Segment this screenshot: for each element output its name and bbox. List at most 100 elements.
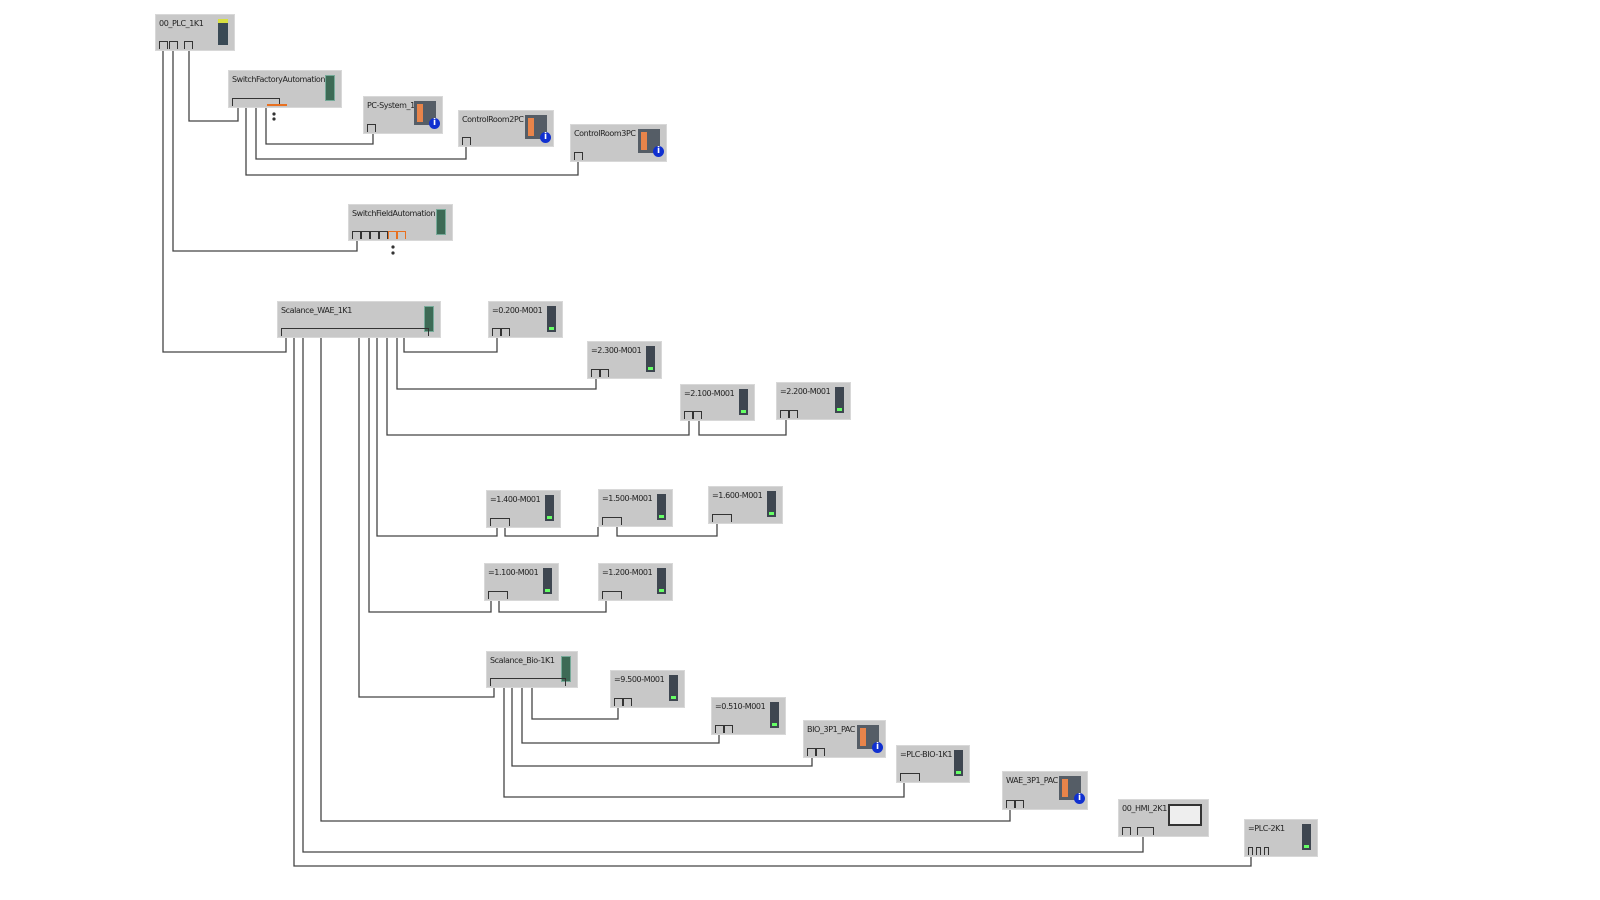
device-1-600-m001[interactable]: =1.600-M001 (708, 486, 783, 524)
device-controlroom3pc[interactable]: ControlRoom3PC (570, 124, 667, 162)
ethernet-port[interactable] (488, 591, 508, 599)
ethernet-port[interactable] (1264, 847, 1269, 855)
device-9-500-m001[interactable]: =9.500-M001 (610, 670, 685, 708)
ethernet-port[interactable] (1137, 827, 1154, 835)
device-scalance-wae-1k1[interactable]: Scalance_WAE_1K1 (277, 301, 441, 338)
ethernet-port[interactable] (712, 514, 732, 522)
device-1-400-m001[interactable]: =1.400-M001 (486, 490, 561, 528)
device-pc-system-1[interactable]: PC-System_1 (363, 96, 443, 134)
device-plc-bio-1k1[interactable]: =PLC-BIO-1K1 (896, 745, 970, 783)
device-00-plc-1k1[interactable]: 00_PLC_1K1 (155, 14, 235, 51)
ethernet-port[interactable] (600, 369, 609, 377)
ethernet-port[interactable] (900, 773, 920, 781)
link (302, 338, 1144, 853)
device-switchfieldautomation[interactable]: SwitchFieldAutomation (348, 204, 453, 241)
ethernet-port[interactable] (367, 124, 376, 132)
pc-station-icon (414, 101, 440, 129)
ethernet-port[interactable] (379, 231, 388, 239)
device-label: =1.600-M001 (712, 491, 763, 500)
ethernet-port[interactable] (490, 518, 510, 526)
ethernet-port[interactable] (602, 591, 622, 599)
drive-icon (657, 494, 666, 520)
ethernet-port[interactable] (724, 725, 733, 733)
ethernet-port[interactable] (159, 41, 168, 49)
device-1-200-m001[interactable]: =1.200-M001 (598, 563, 673, 601)
link (511, 688, 813, 767)
device-2-200-m001[interactable]: =2.200-M001 (776, 382, 851, 420)
device-2-100-m001[interactable]: =2.100-M001 (680, 384, 755, 421)
ethernet-port[interactable] (281, 328, 429, 336)
ethernet-port[interactable] (789, 410, 798, 418)
device-label: =1.200-M001 (602, 568, 653, 577)
device-label: Scalance_Bio-1K1 (490, 656, 555, 665)
device-label: =1.400-M001 (490, 495, 541, 504)
ethernet-port[interactable] (361, 231, 370, 239)
ethernet-port[interactable] (397, 231, 406, 239)
drive-icon (657, 568, 666, 594)
device-label: =PLC-BIO-1K1 (900, 750, 953, 759)
ethernet-port[interactable] (1006, 800, 1015, 808)
device-wae-3p1-pac[interactable]: WAE_3P1_PAC (1002, 771, 1088, 810)
ethernet-port[interactable] (574, 152, 583, 160)
drive-icon (545, 495, 554, 521)
ethernet-port[interactable] (623, 698, 632, 706)
switch-icon (424, 306, 434, 332)
ethernet-port[interactable] (184, 41, 193, 49)
device-0-200-m001[interactable]: =0.200-M001 (488, 301, 563, 338)
ethernet-port[interactable] (715, 725, 724, 733)
device-1-100-m001[interactable]: =1.100-M001 (484, 563, 559, 601)
ethernet-port[interactable] (1122, 827, 1131, 835)
ethernet-port[interactable] (370, 231, 379, 239)
hmi-icon (1168, 804, 1202, 826)
ethernet-port[interactable] (232, 98, 280, 106)
device-controlroom2pc[interactable]: ControlRoom2PC (458, 110, 554, 147)
device-label: =2.200-M001 (780, 387, 831, 396)
ethernet-port[interactable] (684, 411, 693, 419)
device-2-300-m001[interactable]: =2.300-M001 (587, 341, 662, 379)
device-label: 00_HMI_2K1 (1122, 804, 1167, 813)
ethernet-port[interactable] (490, 678, 566, 686)
link (293, 338, 1252, 867)
device-switchfactoryautomation[interactable]: SwitchFactoryAutomation (228, 70, 342, 108)
ethernet-port[interactable] (614, 698, 623, 706)
drive-icon (835, 387, 844, 413)
device-label: 00_PLC_1K1 (159, 19, 204, 28)
link (162, 51, 287, 353)
link (616, 524, 718, 537)
device-1-500-m001[interactable]: =1.500-M001 (598, 489, 673, 527)
ethernet-port[interactable] (807, 748, 816, 756)
link (172, 51, 358, 252)
ethernet-port[interactable] (352, 231, 361, 239)
ethernet-port[interactable] (1248, 847, 1253, 855)
device-bio-3p1-pac[interactable]: BIO_3P1_PAC (803, 720, 886, 758)
link (358, 338, 495, 698)
drive-icon (669, 675, 678, 701)
device-scalance-bio-1k1[interactable]: Scalance_Bio-1K1 (486, 651, 578, 688)
pc-station-icon (1059, 776, 1085, 804)
ethernet-port[interactable] (267, 104, 287, 106)
ethernet-port[interactable] (693, 411, 702, 419)
ethernet-port[interactable] (816, 748, 825, 756)
ethernet-port[interactable] (501, 328, 510, 336)
device-0-510-m001[interactable]: =0.510-M001 (711, 697, 786, 735)
ethernet-port[interactable] (388, 231, 397, 239)
link (265, 108, 374, 145)
ethernet-port[interactable] (1256, 847, 1261, 855)
device-00-hmi-2k1[interactable]: 00_HMI_2K1 (1118, 799, 1209, 837)
ethernet-port[interactable] (1015, 800, 1024, 808)
ethernet-port[interactable] (602, 517, 622, 525)
device-plc-2k1[interactable]: =PLC-2K1 (1244, 819, 1318, 857)
device-label: Scalance_WAE_1K1 (281, 306, 352, 315)
switch-icon (325, 75, 335, 101)
ethernet-port[interactable] (591, 369, 600, 377)
ethernet-port[interactable] (780, 410, 789, 418)
ethernet-port[interactable] (492, 328, 501, 336)
device-label: =1.500-M001 (602, 494, 653, 503)
pc-station-icon (525, 115, 551, 143)
drive-icon (1302, 824, 1311, 850)
switch-icon (561, 656, 571, 682)
ethernet-port[interactable] (169, 41, 178, 49)
ethernet-port[interactable] (462, 137, 471, 145)
switch-icon (436, 209, 446, 235)
